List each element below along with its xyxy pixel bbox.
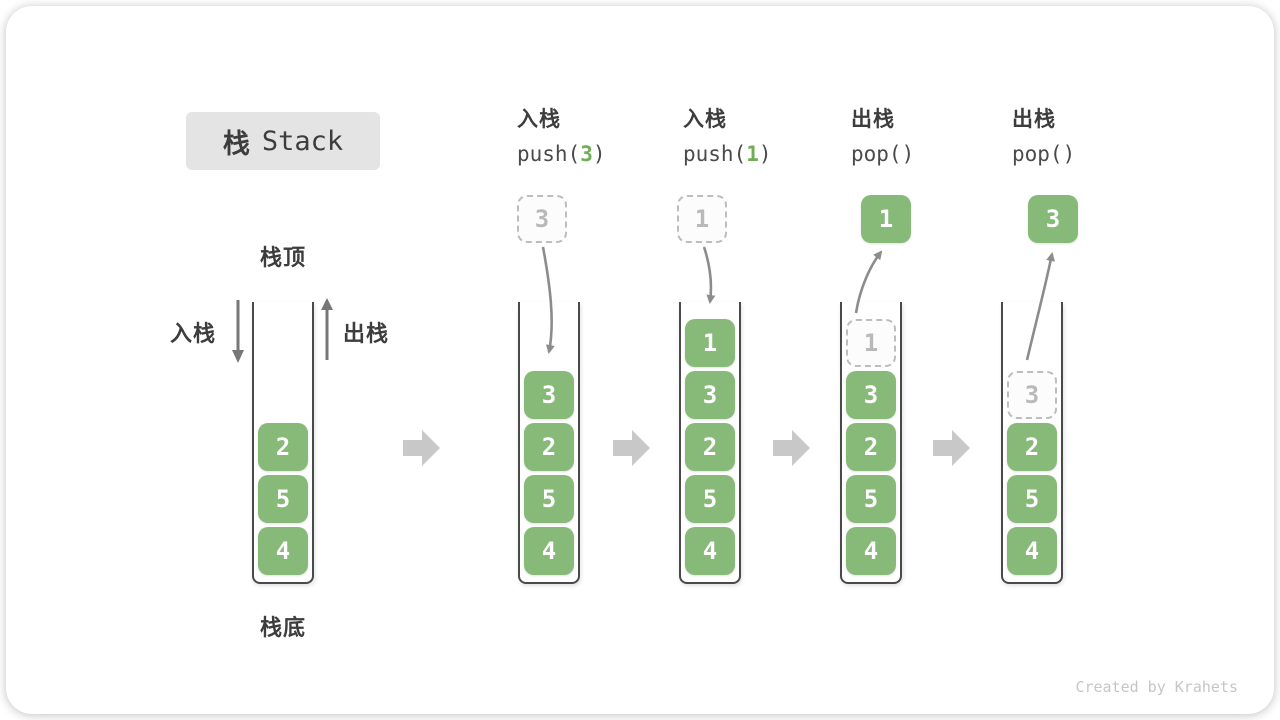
stack-item: 2: [846, 423, 896, 471]
code-suf: ): [758, 142, 772, 166]
push-direction-label: 入栈: [170, 321, 217, 346]
stack-item: 4: [258, 527, 308, 575]
stack-item: 5: [1007, 475, 1057, 523]
stack-item: 4: [1007, 527, 1057, 575]
op-code: push(3): [517, 142, 677, 166]
op-cn: 出栈: [1012, 108, 1056, 131]
code-pre: pop(): [1012, 142, 1076, 166]
stack-bottom-label: 栈底: [259, 615, 306, 640]
code-pre: push(: [683, 142, 747, 166]
stack-top-label: 栈顶: [259, 245, 306, 270]
stack-item: 5: [524, 475, 574, 523]
transition-arrow-icon: [613, 430, 650, 466]
stack-item: 4: [846, 527, 896, 575]
floating-item-push-3: 3: [517, 195, 567, 243]
stack-after-pop-1: 1 3 2 5 4: [840, 302, 902, 584]
stack-item-removed: 3: [1007, 371, 1057, 419]
stack-item: 3: [685, 371, 735, 419]
op-label-push-3: 入栈 push(3): [517, 103, 677, 166]
title-badge: 栈 Stack: [186, 112, 380, 170]
floating-item-push-1: 1: [677, 195, 727, 243]
stack-item: 5: [258, 475, 308, 523]
stack-initial: 2 5 4: [252, 302, 314, 584]
op-cn: 入栈: [517, 108, 561, 131]
code-suf: ): [592, 142, 606, 166]
transition-arrow-icon: [403, 430, 440, 466]
op-label-pop-3: 出栈 pop(): [1012, 103, 1172, 166]
floating-item-popped-3: 3: [1028, 195, 1078, 243]
title-en: Stack: [261, 125, 344, 157]
op-cn: 出栈: [851, 108, 895, 131]
stack-item: 4: [524, 527, 574, 575]
transition-arrow-icon: [773, 430, 810, 466]
op-label-push-1: 入栈 push(1): [683, 103, 843, 166]
code-pre: pop(): [851, 142, 915, 166]
push-direction-arrow-icon: [232, 300, 244, 363]
stack-item: 3: [524, 371, 574, 419]
code-num: 3: [580, 142, 593, 166]
stack-item: 2: [1007, 423, 1057, 471]
op-code: pop(): [851, 142, 1011, 166]
stack-item: 5: [685, 475, 735, 523]
code-pre: push(: [517, 142, 581, 166]
stack-item: 2: [524, 423, 574, 471]
stack-item: 2: [685, 423, 735, 471]
stack-item: 1: [685, 319, 735, 367]
stack-item: 2: [258, 423, 308, 471]
stack-item-removed: 1: [846, 319, 896, 367]
transition-arrow-icon: [933, 430, 970, 466]
stack-item: 5: [846, 475, 896, 523]
title-cn: 栈: [222, 128, 250, 159]
pop-direction-arrow-icon: [321, 298, 333, 360]
code-num: 1: [746, 142, 759, 166]
op-code: push(1): [683, 142, 843, 166]
stack-item: 3: [846, 371, 896, 419]
stack-item: 4: [685, 527, 735, 575]
op-label-pop-1: 出栈 pop(): [851, 103, 1011, 166]
floating-item-popped-1: 1: [861, 195, 911, 243]
watermark: Created by Krahets: [1075, 678, 1238, 696]
op-code: pop(): [1012, 142, 1172, 166]
op-cn: 入栈: [683, 108, 727, 131]
stack-after-push-1: 1 3 2 5 4: [679, 302, 741, 584]
stack-after-pop-3: 3 2 5 4: [1001, 302, 1063, 584]
pop-direction-label: 出栈: [343, 321, 390, 346]
stack-after-push-3: 3 2 5 4: [518, 302, 580, 584]
